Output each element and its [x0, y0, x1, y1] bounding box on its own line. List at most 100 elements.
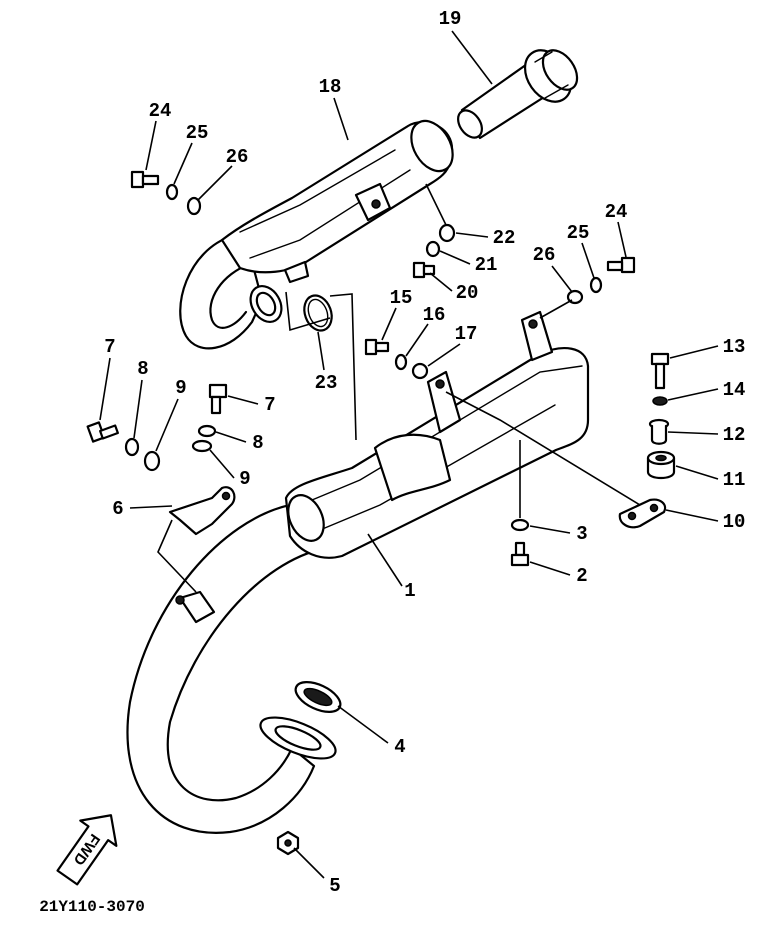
muffler-mount-hole-front — [435, 379, 445, 389]
callout-label: 5 — [329, 875, 340, 897]
bolt-silencer-mount-head — [412, 261, 426, 279]
leader-line — [429, 272, 453, 292]
callout-label: 9 — [175, 377, 186, 399]
callout-label: 12 — [723, 424, 746, 446]
callout-label: 15 — [390, 287, 413, 309]
bolt-mid-head — [208, 383, 228, 399]
leader-line — [337, 705, 389, 744]
callout-label: 25 — [186, 122, 209, 144]
tail-pipe-cap-ring — [541, 49, 579, 91]
pipe-clamp-nut — [175, 595, 185, 605]
leader-line — [381, 307, 397, 341]
callout-label: 23 — [315, 372, 338, 394]
muffler-front-end — [287, 494, 325, 542]
washer-silencer-mount — [425, 240, 441, 258]
assembly-line — [445, 391, 641, 506]
callout-label: 10 — [723, 511, 746, 533]
callout-label: 18 — [319, 76, 342, 98]
callout-label: 6 — [112, 498, 123, 520]
lock-washer-upper-left — [186, 196, 202, 216]
leader-line — [215, 431, 247, 443]
bolt-muffler-mount-shank — [374, 341, 390, 353]
leader-line — [99, 357, 111, 421]
callout-label: 19 — [439, 8, 462, 30]
callout-label: 13 — [723, 336, 746, 358]
leader-line — [293, 847, 325, 879]
callout-label: 8 — [252, 432, 263, 454]
silencer-u-bend-inner — [209, 262, 252, 329]
damper-right — [646, 450, 676, 480]
silencer-front-cap — [410, 119, 454, 173]
callout-label: 17 — [455, 323, 478, 345]
silencer-mount-hole — [371, 199, 381, 209]
leader-lines — [99, 30, 719, 879]
leader-line — [455, 232, 489, 238]
callout-label: 4 — [394, 736, 405, 758]
washer-mid — [197, 424, 217, 438]
damper-right-hole — [655, 454, 667, 462]
silencer-outlet-inner — [255, 291, 277, 317]
callout-label: 11 — [723, 469, 746, 491]
bolt-left-shank — [99, 424, 119, 440]
lock-washer-left — [143, 450, 161, 472]
callout-label: 24 — [605, 201, 628, 223]
leader-line — [529, 561, 571, 576]
bolt-right — [650, 352, 670, 390]
leader-line — [529, 525, 571, 534]
muffler-clamp-band — [373, 433, 452, 502]
leader-line — [129, 505, 173, 509]
leader-line — [155, 398, 179, 452]
collar-right — [648, 418, 670, 445]
callout-label: 8 — [137, 358, 148, 380]
bolt-mid — [208, 383, 228, 415]
leader-line — [173, 142, 193, 185]
callout-label: 22 — [493, 227, 516, 249]
washer-upper-left — [165, 183, 179, 201]
leader-line — [133, 379, 143, 439]
gasket-ring-inner — [307, 298, 329, 328]
lock-washer-mid — [191, 439, 213, 453]
assembly-line — [539, 299, 573, 319]
leader-line — [439, 250, 471, 265]
leader-line — [675, 465, 719, 480]
bracket-right-body — [618, 498, 667, 529]
callout-label: 25 — [567, 222, 590, 244]
bolt-upper-right — [606, 256, 636, 274]
gasket-ring — [303, 294, 333, 332]
bolt-upper-right-head — [620, 256, 636, 274]
assembly-line — [285, 291, 331, 332]
figure-code: 21Y110-3070 — [39, 898, 145, 916]
callout-label: 26 — [533, 244, 556, 266]
leader-line — [581, 242, 595, 279]
assembly-line — [425, 183, 447, 226]
callout-label: 20 — [456, 282, 479, 304]
leader-line — [665, 509, 719, 522]
washer-lower — [510, 518, 530, 532]
leader-line — [209, 449, 235, 479]
tail-pipe-inlet — [457, 109, 483, 139]
bolt-muffler-mount — [364, 338, 390, 356]
bolt-left — [86, 421, 119, 443]
callout-labels: 19 18 24 25 26 22 21 20 26 25 24 15 16 1… — [104, 8, 745, 897]
bracket-right-hole-b — [649, 503, 659, 513]
bolt-right-head — [650, 352, 670, 366]
callout-label: 24 — [149, 100, 172, 122]
leader-line — [227, 395, 259, 405]
collar-right-body — [650, 424, 668, 445]
leader-line — [669, 345, 719, 359]
callout-label: 14 — [723, 379, 746, 401]
callout-label: 2 — [576, 565, 587, 587]
grommet-silencer-mount — [438, 223, 456, 243]
callout-label: 7 — [104, 336, 115, 358]
leader-line — [551, 265, 573, 293]
callout-label: 21 — [475, 254, 498, 276]
exhaust-gasket-inner — [303, 687, 333, 707]
pipe-bracket — [168, 486, 236, 536]
pipe-bracket-hole — [221, 491, 231, 501]
fwd-arrow-shape — [56, 814, 118, 886]
muffler-mount-tab-rear — [520, 310, 554, 362]
leader-line — [427, 343, 461, 367]
exhaust-flange-inner — [274, 725, 322, 751]
leader-line — [617, 221, 627, 258]
upper-silencer — [179, 119, 454, 350]
